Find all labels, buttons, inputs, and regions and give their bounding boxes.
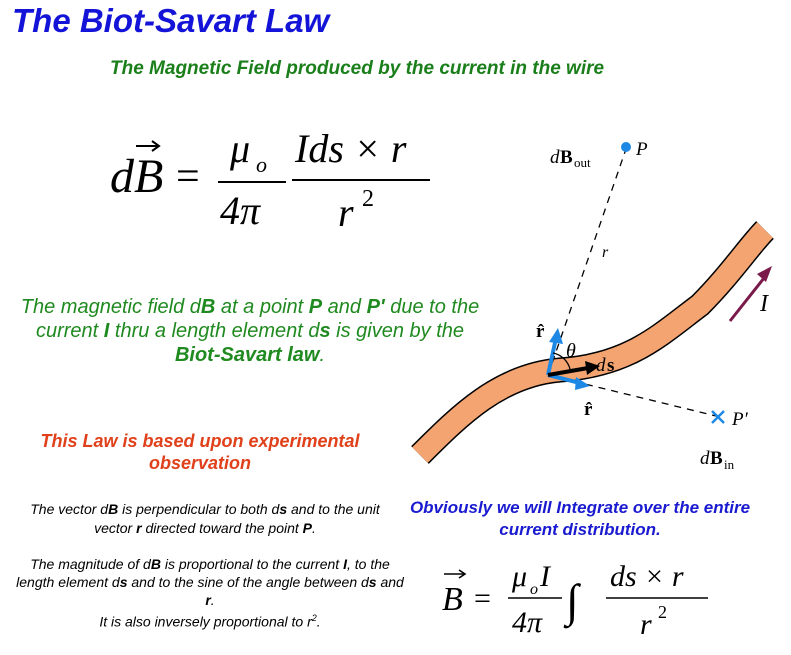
line-to-p bbox=[547, 148, 627, 376]
int-current: I bbox=[539, 560, 552, 593]
field-description: The magnetic field dB at a point P and P… bbox=[20, 296, 480, 366]
int-lhs-arrow-head bbox=[458, 569, 467, 579]
label-db-out-b: B bbox=[560, 147, 573, 168]
eq-denominator-r: r bbox=[338, 190, 354, 235]
label-theta: θ bbox=[566, 340, 576, 362]
perpendicular-note: The vector dB is perpendicular to both d… bbox=[30, 501, 380, 536]
integral-equation: B = μ o I 4π ∫ ds × r r 2 bbox=[442, 560, 708, 641]
label-rhat-upper: r̂ bbox=[536, 321, 545, 342]
biot-savart-diagram: d B out P r I r̂ r̂ θ d s P′ d B in bbox=[411, 139, 775, 472]
int-numerator: ds × r bbox=[610, 560, 684, 593]
point-p-dot bbox=[621, 142, 631, 152]
unit-vector-right bbox=[547, 373, 581, 385]
int-denominator-power: 2 bbox=[658, 602, 667, 622]
eq-lhs-vector-head bbox=[151, 140, 161, 152]
magnitude-note: The magnitude of dB is proportional to t… bbox=[16, 556, 404, 630]
ds-arrow-shaft bbox=[547, 366, 589, 377]
current-arrow-shaft bbox=[728, 272, 770, 322]
experimental-note: This Law is based upon experimental obse… bbox=[40, 431, 360, 473]
label-ds-d: d bbox=[596, 355, 606, 376]
biot-savart-equation: dB = μ o 4π Ids × r r 2 bbox=[110, 126, 430, 235]
label-db-out-sub: out bbox=[574, 155, 591, 170]
int-equals: = bbox=[474, 582, 491, 615]
int-integral-sign: ∫ bbox=[563, 575, 581, 629]
label-point-p: P bbox=[635, 139, 648, 160]
point-p-prime-cross-b bbox=[711, 410, 725, 424]
int-mu: μ bbox=[511, 560, 527, 593]
label-db-in-d: d bbox=[700, 448, 710, 469]
label-r: r bbox=[602, 244, 609, 261]
current-arrow-head bbox=[757, 266, 772, 282]
eq-mu: μ bbox=[229, 126, 250, 171]
unit-vector-up bbox=[546, 337, 558, 376]
eq-four-pi: 4π bbox=[220, 188, 261, 233]
eq-numerator: Ids × r bbox=[294, 126, 407, 171]
label-db-in-sub: in bbox=[724, 457, 735, 472]
int-mu-sub: o bbox=[530, 581, 538, 598]
int-denominator-r: r bbox=[640, 608, 652, 641]
eq-mu-sub: o bbox=[256, 152, 267, 177]
label-point-p-prime: P′ bbox=[731, 409, 749, 430]
int-lhs: B bbox=[442, 581, 463, 618]
theta-arc bbox=[552, 352, 571, 370]
label-db-in-b: B bbox=[710, 448, 723, 469]
label-db-out-d: d bbox=[550, 147, 560, 168]
ds-arrow-head bbox=[585, 361, 600, 375]
int-four-pi: 4π bbox=[512, 606, 543, 639]
label-current: I bbox=[759, 291, 769, 317]
label-rhat-lower: r̂ bbox=[584, 399, 593, 420]
page-title: The Biot-Savart Law bbox=[12, 2, 330, 39]
label-ds-s: s bbox=[607, 355, 614, 376]
integration-note: Obviously we will Integrate over the ent… bbox=[409, 498, 751, 539]
wire-body bbox=[412, 222, 773, 463]
unit-vector-right-head bbox=[575, 377, 590, 390]
unit-vector-up-head bbox=[549, 328, 563, 344]
eq-equals: = bbox=[176, 154, 200, 200]
eq-denominator-power: 2 bbox=[362, 186, 374, 212]
eq-lhs: dB bbox=[110, 150, 163, 203]
page-subtitle: The Magnetic Field produced by the curre… bbox=[110, 58, 605, 79]
